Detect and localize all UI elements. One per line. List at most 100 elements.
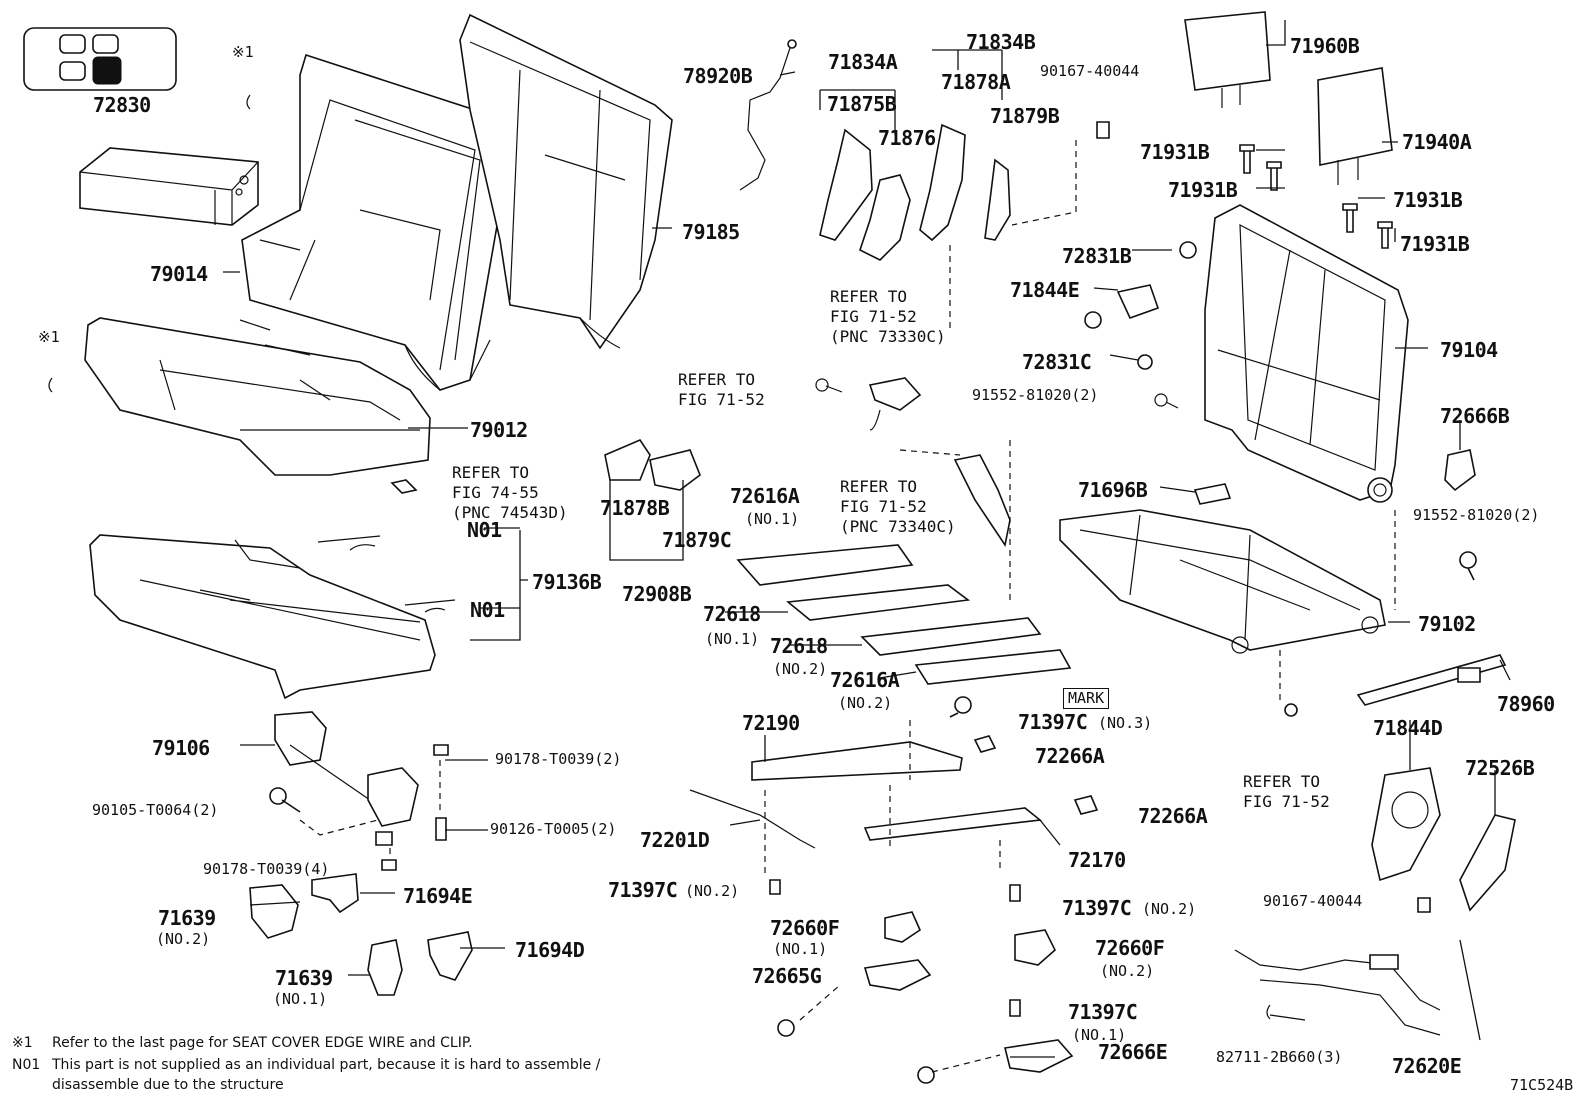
label-n01-b: N01 xyxy=(470,598,505,622)
label-72660f-no2: 72660F xyxy=(1095,936,1165,960)
bolt-71397c-no1 xyxy=(1009,999,1021,1017)
label-79014: 79014 xyxy=(150,262,208,286)
part-79014-seatback-cover xyxy=(241,53,513,391)
label-72908b: 72908B xyxy=(622,582,692,606)
guide-71931b-4 xyxy=(1377,221,1393,249)
label-90167-40044-a: 90167-40044 xyxy=(1040,62,1140,80)
small-tag xyxy=(390,479,418,494)
label-79106: 79106 xyxy=(152,736,210,760)
screw-72666e xyxy=(917,1066,935,1084)
label-71639-no2-qualifier: (NO.2) xyxy=(156,930,211,948)
part-72616a-no1 xyxy=(736,544,914,586)
label-72660f-no2-qualifier: (NO.2) xyxy=(1100,962,1155,980)
part-71960b-headrest xyxy=(1184,11,1271,108)
bolt-71397c-no3 xyxy=(949,696,972,718)
part-71878a xyxy=(919,123,966,242)
label-79136b: 79136B xyxy=(532,570,602,594)
bolt-90167-a xyxy=(1096,121,1110,139)
seatbelt-buckle-73330c xyxy=(868,377,922,411)
nut-90178-b xyxy=(381,859,397,871)
label-71834a: 71834A xyxy=(828,50,898,74)
bolt-90126 xyxy=(435,817,447,841)
part-71876 xyxy=(859,174,911,261)
label-71694d: 71694D xyxy=(515,938,585,962)
part-72201d-wire xyxy=(689,789,816,849)
footnote-1-text: Refer to the last page for SEAT COVER ED… xyxy=(52,1035,473,1051)
label-71694e: 71694E xyxy=(403,884,473,908)
part-72526b xyxy=(1459,814,1516,912)
label-71397c-no3-qualifier: (NO.3) xyxy=(1098,714,1153,732)
label-72831b: 72831B xyxy=(1062,244,1132,268)
part-71694d xyxy=(427,931,473,981)
label-72666b: 72666B xyxy=(1440,404,1510,428)
leader-lines xyxy=(223,20,1511,1058)
part-71639-no2 xyxy=(249,884,299,939)
bolt-72831c xyxy=(1084,311,1102,329)
label-72616a-no1-qualifier: (NO.1) xyxy=(745,510,800,528)
label-71639-no2: 71639 xyxy=(158,906,216,930)
label-72616a-no1: 72616A xyxy=(730,484,800,508)
label-note1-mark-b: ※1 xyxy=(38,328,60,346)
footnote-2-text-line2: disassemble due to the structure xyxy=(52,1077,284,1093)
part-71694e xyxy=(311,873,359,914)
label-n01-a: N01 xyxy=(467,518,502,542)
label-72665g: 72665G xyxy=(752,964,822,988)
label-79104: 79104 xyxy=(1440,338,1498,362)
part-72830-armrest-box xyxy=(79,147,259,226)
part-72660f-no2 xyxy=(1014,929,1056,966)
part-71875b xyxy=(819,128,873,241)
label-90105-t0064: 90105-T0064(2) xyxy=(92,801,219,819)
part-72170-rail xyxy=(863,807,1042,841)
part-72618-no1 xyxy=(786,584,971,621)
part-72831b xyxy=(1179,241,1197,259)
label-71878b: 71878B xyxy=(600,496,670,520)
reference-fig-71-52-b: REFER TO FIG 71-52 xyxy=(1243,772,1330,811)
part-71696b xyxy=(1193,483,1232,505)
label-72666e: 72666E xyxy=(1098,1040,1168,1064)
label-71931b-4: 71931B xyxy=(1400,232,1470,256)
reference-fig-71-52-a: REFER TO FIG 71-52 xyxy=(678,370,765,409)
label-72618-no2: 72618 xyxy=(770,634,828,658)
label-90178-t0039-4: 90178-T0039(4) xyxy=(203,860,330,878)
label-72620e: 72620E xyxy=(1392,1054,1462,1078)
label-78960: 78960 xyxy=(1497,692,1555,716)
label-72831c: 72831C xyxy=(1022,350,1092,374)
part-72620e-cable xyxy=(1234,949,1441,1036)
label-72266a-1: 72266A xyxy=(1035,744,1105,768)
screw-72665g xyxy=(777,1019,795,1037)
label-71940a: 71940A xyxy=(1402,130,1472,154)
part-71844d xyxy=(1371,767,1441,882)
part-71844e xyxy=(1116,284,1160,319)
label-79012: 79012 xyxy=(470,418,528,442)
part-72616a-no2 xyxy=(914,649,1072,685)
label-72660f-no1-qualifier: (NO.1) xyxy=(773,940,828,958)
n01-wire-2 xyxy=(404,599,456,613)
clip-72266a-2 xyxy=(1073,795,1099,815)
part-72190-rail xyxy=(751,741,963,781)
label-90167-40044-b: 90167-40044 xyxy=(1263,892,1363,910)
part-79102-cushion-frame xyxy=(1059,509,1386,654)
label-91552-81020-a: 91552-81020(2) xyxy=(972,386,1099,404)
footnote-1-mark: ※1 xyxy=(12,1035,33,1051)
bolt-91552-b xyxy=(1459,551,1477,581)
washer-72831c xyxy=(1137,354,1153,370)
label-71879c: 71879C xyxy=(662,528,732,552)
clip-72266a-1 xyxy=(973,735,997,753)
label-71844d: 71844D xyxy=(1373,716,1443,740)
label-71397c-no1: 71397C xyxy=(1068,1000,1138,1024)
label-72616a-no2: 72616A xyxy=(830,668,900,692)
part-71879b xyxy=(984,158,1011,241)
label-71834b: 71834B xyxy=(966,30,1036,54)
label-71639-no1: 71639 xyxy=(275,966,333,990)
label-72618-no1-qualifier: (NO.1) xyxy=(705,630,760,648)
label-91552-81020-b: 91552-81020(2) xyxy=(1413,506,1540,524)
label-71876: 71876 xyxy=(878,126,936,150)
label-72618-no1: 72618 xyxy=(703,602,761,626)
nut-90178-a xyxy=(433,744,449,756)
bolt-71397c-no2-b xyxy=(1009,884,1021,902)
label-71931b-2: 71931B xyxy=(1168,178,1238,202)
part-79136b-cushion-pad xyxy=(89,534,436,700)
part-78920b-cable xyxy=(739,39,797,191)
part-79012-cushion-cover xyxy=(84,317,431,476)
label-71875b: 71875B xyxy=(827,92,897,116)
